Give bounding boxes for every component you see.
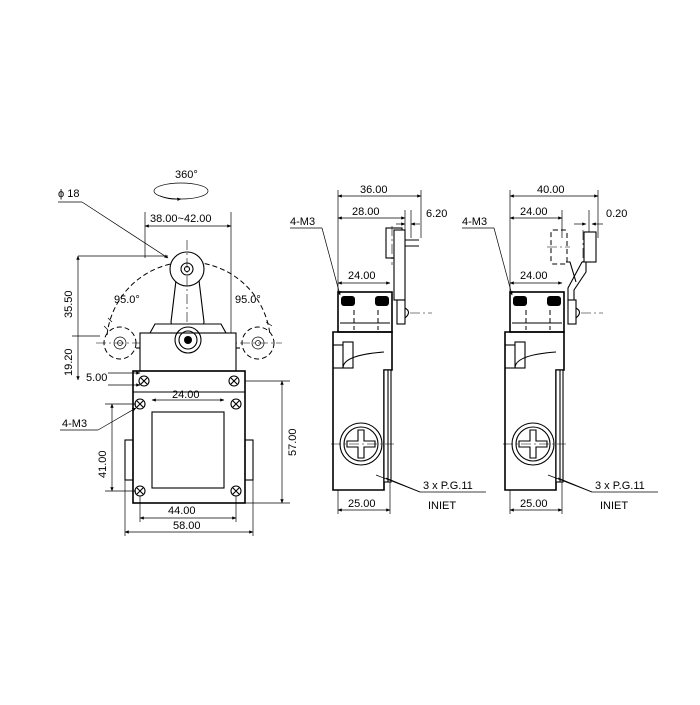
screw-mid-left [134,398,146,410]
head-width-label-2: 24.00 [520,270,548,282]
screw-top-left [138,375,150,387]
head-width-label-1: 24.00 [348,270,376,282]
screw-bottom-right [230,485,242,497]
rotation-arrow [153,182,209,202]
overall-width-label-2: 40.00 [537,184,565,196]
lever-arm-side-2 [567,261,587,301]
height-inner-label: 41.00 [97,450,109,478]
arm-width-label-2: 24.00 [520,206,548,218]
arm-offset-label-2: 0.20 [606,208,627,220]
body-width-label-2: 25.00 [520,498,548,510]
inlet-label-2: INIET [600,500,628,512]
lever-arm-side-1 [393,229,406,301]
height-lower-label: 19.20 [63,348,75,376]
screw-top-right [228,375,240,387]
inner-width-label: 24.00 [172,389,200,401]
head-body [139,332,237,372]
head-top [149,323,227,334]
screw-label-2: 4-M3 [462,216,487,228]
conduit-plug-2 [503,422,566,466]
conduit-plug-1 [331,422,394,466]
screw-bottom-left [134,485,146,497]
roller-side-2 [583,231,597,263]
main-body [132,370,246,504]
angle-left-label: 95.0° [114,294,140,306]
overall-width-label-1: 36.00 [360,184,388,196]
height-total-label: 57.00 [287,428,299,456]
body-width-label: 58.00 [173,520,201,532]
side-view-2: 40.00 24.00 0.20 4-M3 24.00 [462,184,658,514]
hole-spacing-label: 44.00 [168,505,196,517]
side-view-1: 36.00 28.00 6.20 4-M3 24.00 [290,184,486,514]
roller-diameter-label: ϕ 18 [58,188,79,200]
arm-width-label-1: 28.00 [352,206,380,218]
screw-label-1: 4-M3 [290,216,315,228]
width-range-label: 38.00~42.00 [150,213,211,225]
swing-arc [106,261,271,336]
height-upper-label: 35.50 [63,290,75,318]
body-width-label-1: 25.00 [348,498,376,510]
arm-offset-label-1: 6.20 [426,208,447,220]
conduit-label-2: 3 x P.G.11 [595,480,645,492]
conduit-label-1: 3 x P.G.11 [423,480,473,492]
body-side-1 [332,331,393,491]
inlet-label-1: INIET [428,500,456,512]
angle-right-label: 95.0° [235,294,261,306]
body-side-2 [504,331,565,491]
offset-label: 5.00 [86,372,107,384]
front-view: 360° ϕ 18 38.00~42.00 35.50 19.20 95.0° … [58,169,299,536]
rotation-label: 360° [175,169,198,181]
cover-plate [151,411,225,489]
screw-label: 4-M3 [62,418,87,430]
screw-mid-right [230,398,242,410]
diameter-leader-line [81,201,169,259]
